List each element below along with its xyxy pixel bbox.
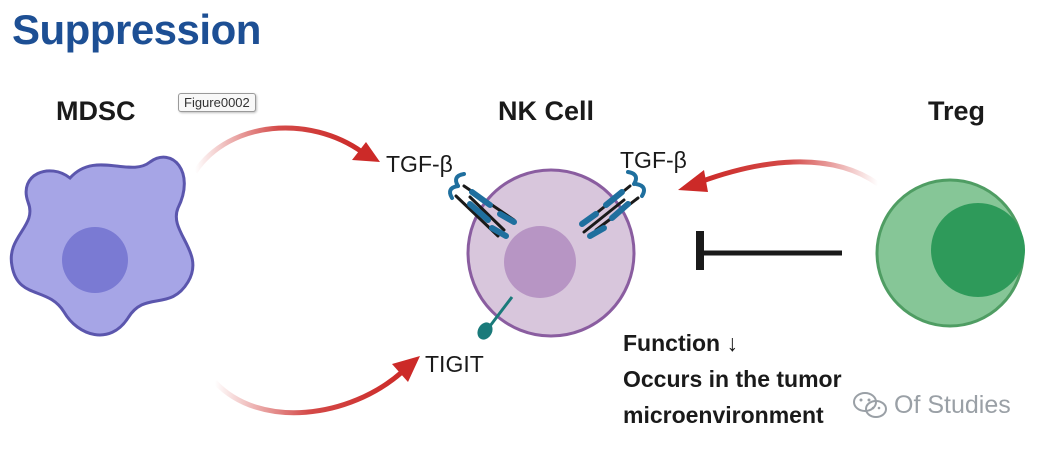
- mdsc-label: MDSC: [56, 96, 136, 126]
- tgfb-receptor-right: [579, 170, 646, 239]
- mdsc-nucleus: [62, 227, 128, 293]
- watermark: Of Studies: [852, 390, 1011, 420]
- watermark-text: Of Studies: [894, 390, 1011, 419]
- tigit-label: TIGIT: [425, 351, 484, 377]
- arrow-treg-to-tgfb: [678, 159, 880, 192]
- arrow-mdsc-to-tigit: [213, 356, 420, 416]
- arrow-mdsc-to-tgfb: [192, 125, 380, 174]
- tgfb-label-left: TGF-β: [386, 151, 453, 177]
- page-title: Suppression: [12, 6, 261, 53]
- figure-tooltip: Figure0002: [178, 93, 256, 112]
- treg-cell: [875, 178, 1025, 328]
- nk-cell-label: NK Cell: [498, 96, 595, 126]
- treg-label: Treg: [928, 96, 986, 126]
- nk-nucleus: [504, 226, 576, 298]
- tgfb-receptor-left: [448, 172, 517, 239]
- caption-microenvironment: microenvironment: [623, 402, 824, 428]
- inhibition-symbol: [696, 231, 842, 270]
- wechat-icon: [853, 392, 887, 418]
- tgfb-label-right: TGF-β: [620, 147, 687, 173]
- tigit-receptor: [477, 322, 493, 340]
- treg-nucleus: [931, 203, 1025, 297]
- caption-occurs: Occurs in the tumor: [623, 366, 842, 392]
- nk-cell: [466, 168, 636, 340]
- caption-function: Function ↓: [623, 330, 738, 356]
- mdsc-cell: [9, 155, 195, 337]
